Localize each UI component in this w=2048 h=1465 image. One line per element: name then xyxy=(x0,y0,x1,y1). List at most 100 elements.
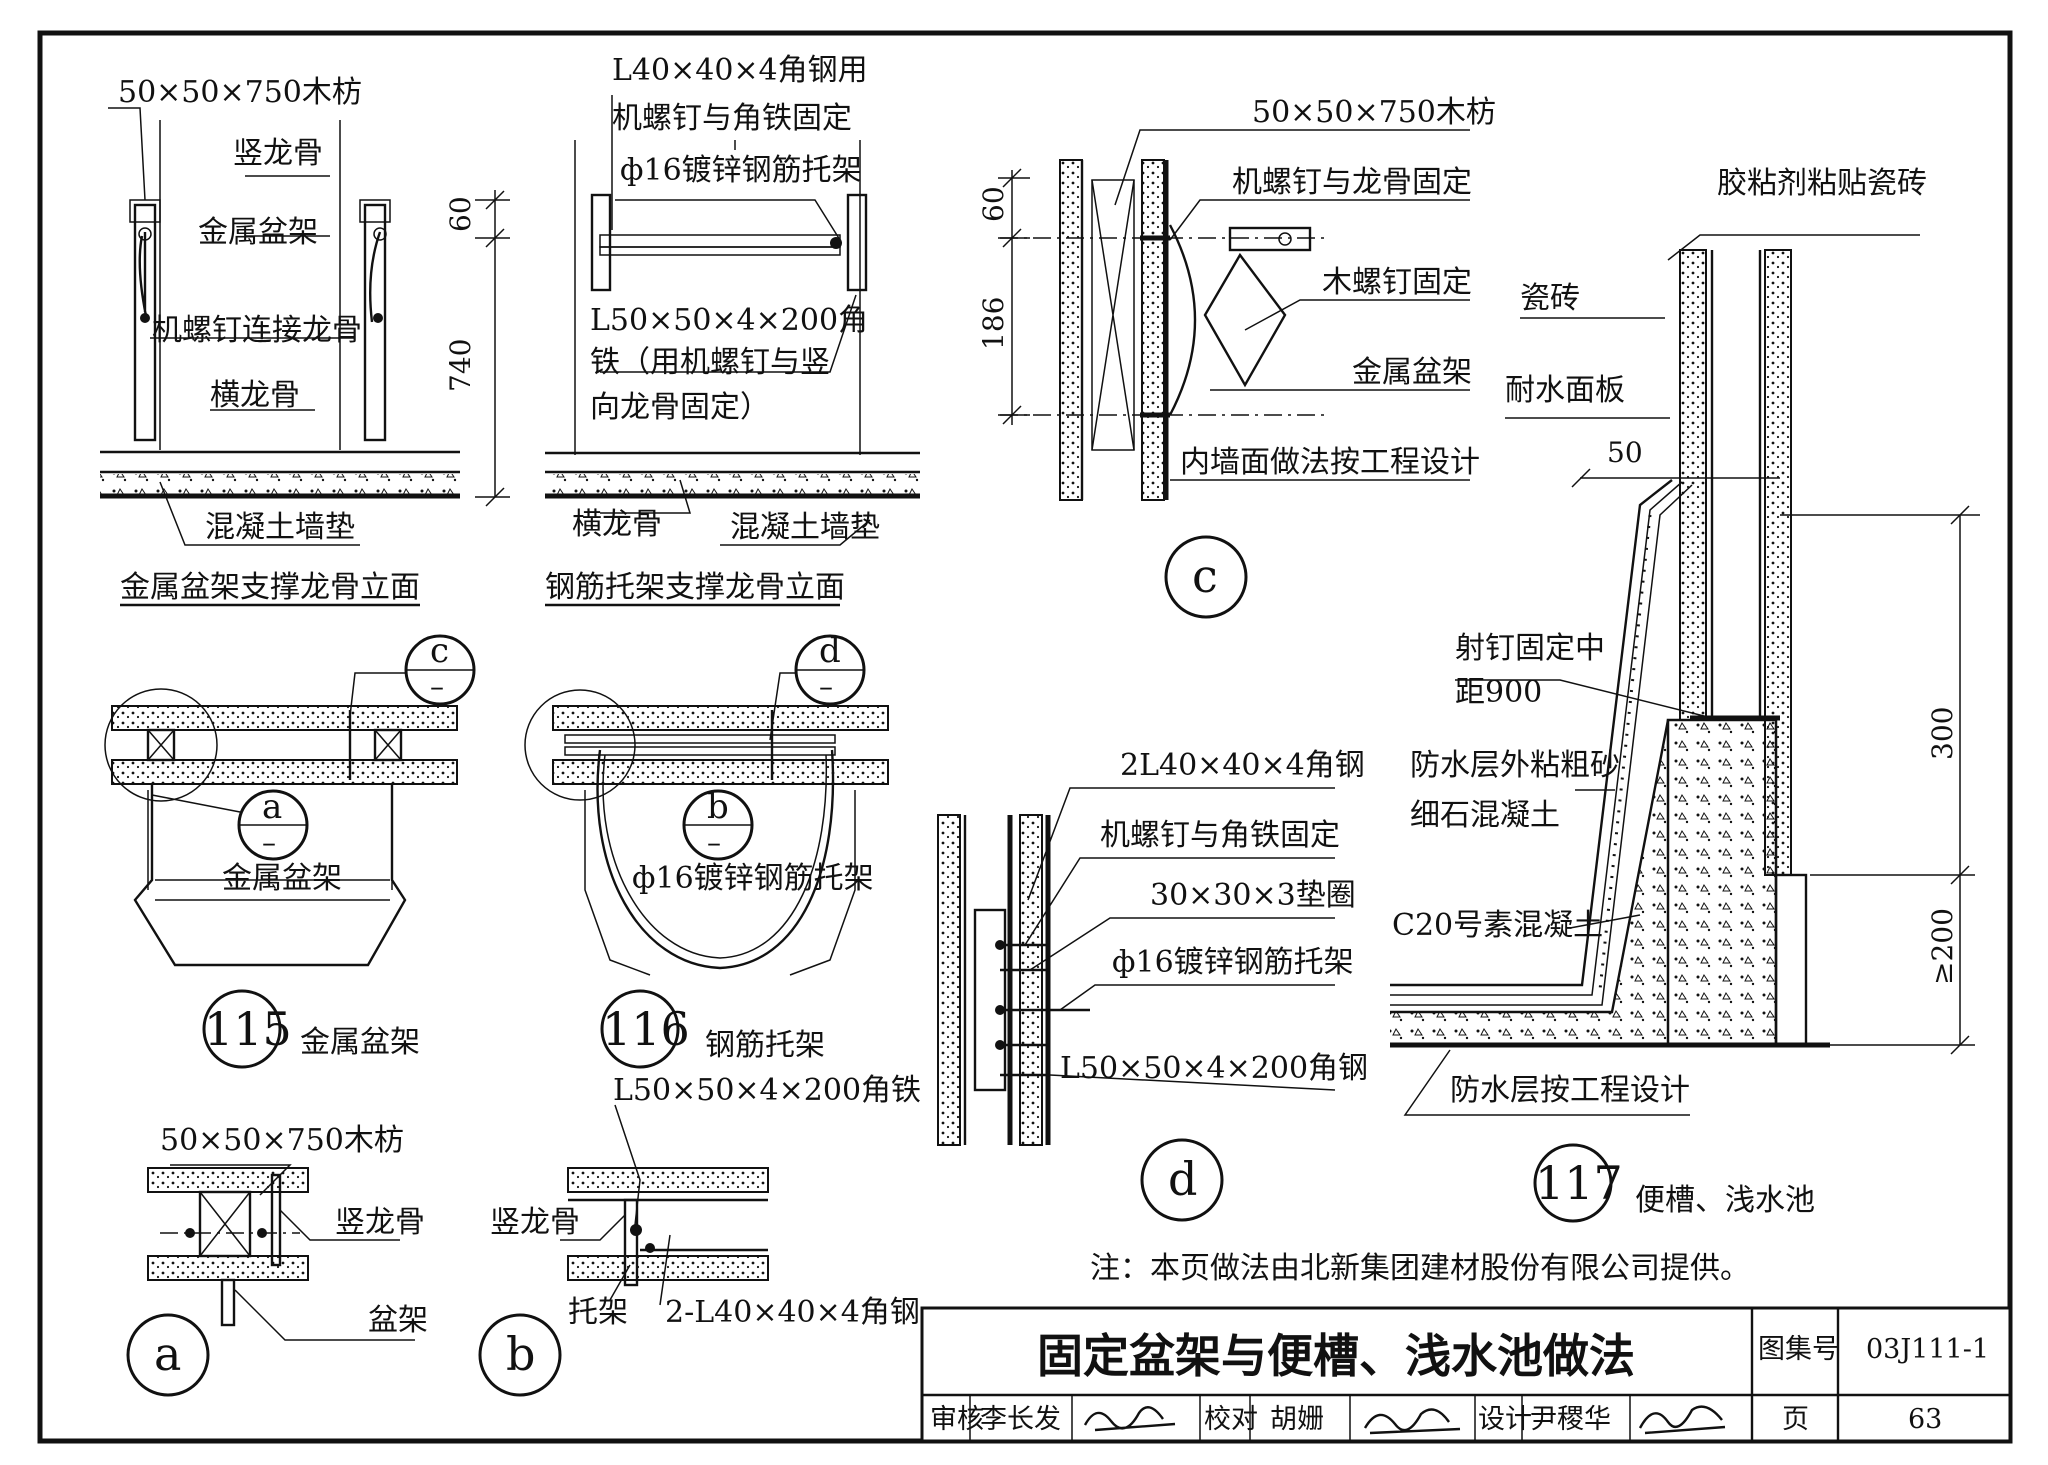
fig116-caption: 钢筋托架 xyxy=(705,1028,825,1063)
fig116-angle-low-1: L50×50×4×200角 xyxy=(590,303,868,338)
detail-a-stud-label: 竖龙骨 xyxy=(335,1205,425,1240)
atlas-label: 图集号 xyxy=(1758,1334,1839,1365)
detail-b-bracket-label: 托架 xyxy=(568,1295,628,1330)
detail-d-rebar-label: ф16镀锌钢筋托架 xyxy=(1112,945,1354,980)
fig117-tile-label: 瓷砖 xyxy=(1520,281,1580,316)
fig115-track-label: 横龙骨 xyxy=(210,378,300,413)
fig116-angle-low-3: 向龙骨固定） xyxy=(590,390,770,425)
fig115-number-circle xyxy=(202,989,282,1069)
review-label: 审核 xyxy=(930,1404,984,1435)
fig115-wood-label: 50×50×750木枋 xyxy=(118,75,362,110)
detail-b-tag: b xyxy=(506,1327,535,1381)
detail-b-angles2-label: 2-L40×40×4角钢 xyxy=(665,1295,920,1330)
fig117-c20-label: C20号素混凝土 xyxy=(1392,908,1603,943)
detail-c-wood-label: 50×50×750木枋 xyxy=(1252,95,1496,130)
designer-signature xyxy=(1638,1405,1726,1435)
detail-b-angle-label: L50×50×4×200角铁 xyxy=(613,1073,921,1108)
detail-c-tag: c xyxy=(1192,549,1218,603)
fig115-number: 115 xyxy=(204,1002,292,1056)
detail-d-washer-label: 30×30×3垫圈 xyxy=(1150,878,1356,913)
fig115-elev-title: 金属盆架支撑龙骨立面 xyxy=(120,570,420,605)
fig117-drawing xyxy=(1390,234,1980,1116)
fig117-caption: 便槽、浅水池 xyxy=(1635,1183,1815,1218)
fig117-dim-50: 50 xyxy=(1607,436,1643,469)
fig117-dim-300: 300 xyxy=(1926,707,1959,760)
detail-c-dim-60: 60 xyxy=(977,186,1010,222)
fig115-screw-label: 机螺钉连接龙骨 xyxy=(152,313,362,348)
detail-a-tag: a xyxy=(154,1327,181,1381)
detail-b-drawing xyxy=(560,1104,769,1306)
detail-d-tag: d xyxy=(1168,1152,1197,1206)
fig116-rebar-label: ф16镀锌钢筋托架 xyxy=(620,153,862,188)
fig116-tag-d-dash: – xyxy=(819,670,833,703)
fig116-plan xyxy=(524,672,889,976)
page-number: 63 xyxy=(1908,1404,1942,1435)
detail-d-drawing xyxy=(937,787,1336,1146)
fig115-tag-c-dash: – xyxy=(430,670,444,703)
fig115-plan-rack-label: 金属盆架 xyxy=(222,861,342,896)
detail-c-rack-label: 金属盆架 xyxy=(1352,355,1472,390)
fig116-plan-rebar-label: ф16镀锌钢筋托架 xyxy=(632,861,874,896)
detail-a-wood-label: 50×50×750木枋 xyxy=(160,1123,404,1158)
fig116-elevation xyxy=(545,95,920,607)
design-label: 设计 xyxy=(1478,1404,1532,1435)
reviewer-name: 李长发 xyxy=(980,1404,1061,1435)
fig117-shot-1: 射钉固定中 xyxy=(1455,631,1605,666)
page-note: 注：本页做法由北新集团建材股份有限公司提供。 xyxy=(1090,1251,1750,1286)
fig116-elev-title: 钢筋托架支撑龙骨立面 xyxy=(545,570,845,605)
fig117-dim-200: ≥200 xyxy=(1926,908,1959,985)
fig116-angle-top-1: L40×40×4角钢用 xyxy=(612,53,868,88)
fig116-track-label: 横龙骨 xyxy=(572,507,662,542)
fig116-tag-b-letter: b xyxy=(707,787,729,827)
fig116-angle-top-2: 机螺钉与角铁固定 xyxy=(612,101,852,136)
fig117-shot-2: 距900 xyxy=(1455,675,1542,710)
detail-b-stud-label: 竖龙骨 xyxy=(490,1205,580,1240)
fig116-curb-label: 混凝土墙垫 xyxy=(730,510,880,545)
detail-c-drawing xyxy=(998,129,1470,501)
fig115-stud-label: 竖龙骨 xyxy=(233,136,323,171)
detail-a-drawing xyxy=(147,1164,415,1341)
detail-c-inner-wall-label: 内墙面做法按工程设计 xyxy=(1180,445,1480,480)
reviewer-signature xyxy=(1083,1406,1176,1432)
detail-d-angles-label: 2L40×40×4角钢 xyxy=(1120,748,1365,783)
sheet-title: 固定盆架与便槽、浅水池做法 xyxy=(1037,1329,1635,1383)
fig116-number: 116 xyxy=(602,1002,690,1056)
detail-c-wood-screw-label: 木螺钉固定 xyxy=(1322,265,1472,300)
detail-a-rack-label: 盆架 xyxy=(368,1303,428,1338)
fig115-caption: 金属盆架 xyxy=(300,1025,420,1060)
fig115-curb-label: 混凝土墙垫 xyxy=(205,510,355,545)
title-block xyxy=(920,1306,2012,1443)
fig117-board-label: 耐水面板 xyxy=(1505,373,1625,408)
detail-b-tag-circle xyxy=(478,1313,562,1397)
detail-a-tag-circle xyxy=(126,1313,210,1397)
fig115-dim-60: 60 xyxy=(444,196,477,232)
fig116-number-circle xyxy=(600,989,680,1069)
checker-signature xyxy=(1363,1408,1461,1435)
fig115-tag-a-letter: a xyxy=(262,787,282,827)
fig115-tag-c-letter: c xyxy=(430,631,449,671)
detail-c-tag-circle xyxy=(1164,535,1248,619)
detail-d-angle200-label: L50×50×4×200角钢 xyxy=(1060,1051,1368,1086)
detail-d-screw-label: 机螺钉与角铁固定 xyxy=(1100,818,1340,853)
atlas-number: 03J111-1 xyxy=(1866,1334,1989,1365)
fig116-tag-b-dash: – xyxy=(707,826,721,859)
checker-name: 胡姗 xyxy=(1270,1404,1324,1435)
fig115-plan xyxy=(104,672,458,967)
fig117-number-circle xyxy=(1533,1143,1613,1223)
fig117-adhesive-label: 胶粘剂粘贴瓷砖 xyxy=(1717,166,1927,201)
page-label: 页 xyxy=(1782,1404,1809,1435)
fig116-tag-d-letter: d xyxy=(819,631,841,671)
fig117-number: 117 xyxy=(1535,1156,1623,1210)
fig117-wp-design-label: 防水层按工程设计 xyxy=(1450,1073,1690,1108)
detail-d-tag-circle xyxy=(1140,1138,1224,1222)
designer-name: 尹稷华 xyxy=(1530,1404,1611,1435)
fig117-wp-1: 防水层外粘粗砂 xyxy=(1410,748,1620,783)
fig115-tag-a-dash: – xyxy=(262,826,276,859)
fig115-rack-label: 金属盆架 xyxy=(198,215,318,250)
fig117-wp-2: 细石混凝土 xyxy=(1410,798,1560,833)
check-label: 校对 xyxy=(1204,1404,1258,1435)
fig116-angle-low-2: 铁（用机螺钉与竖 xyxy=(590,345,830,380)
detail-c-dim-186: 186 xyxy=(977,297,1010,350)
fig115-elevation xyxy=(100,107,510,607)
